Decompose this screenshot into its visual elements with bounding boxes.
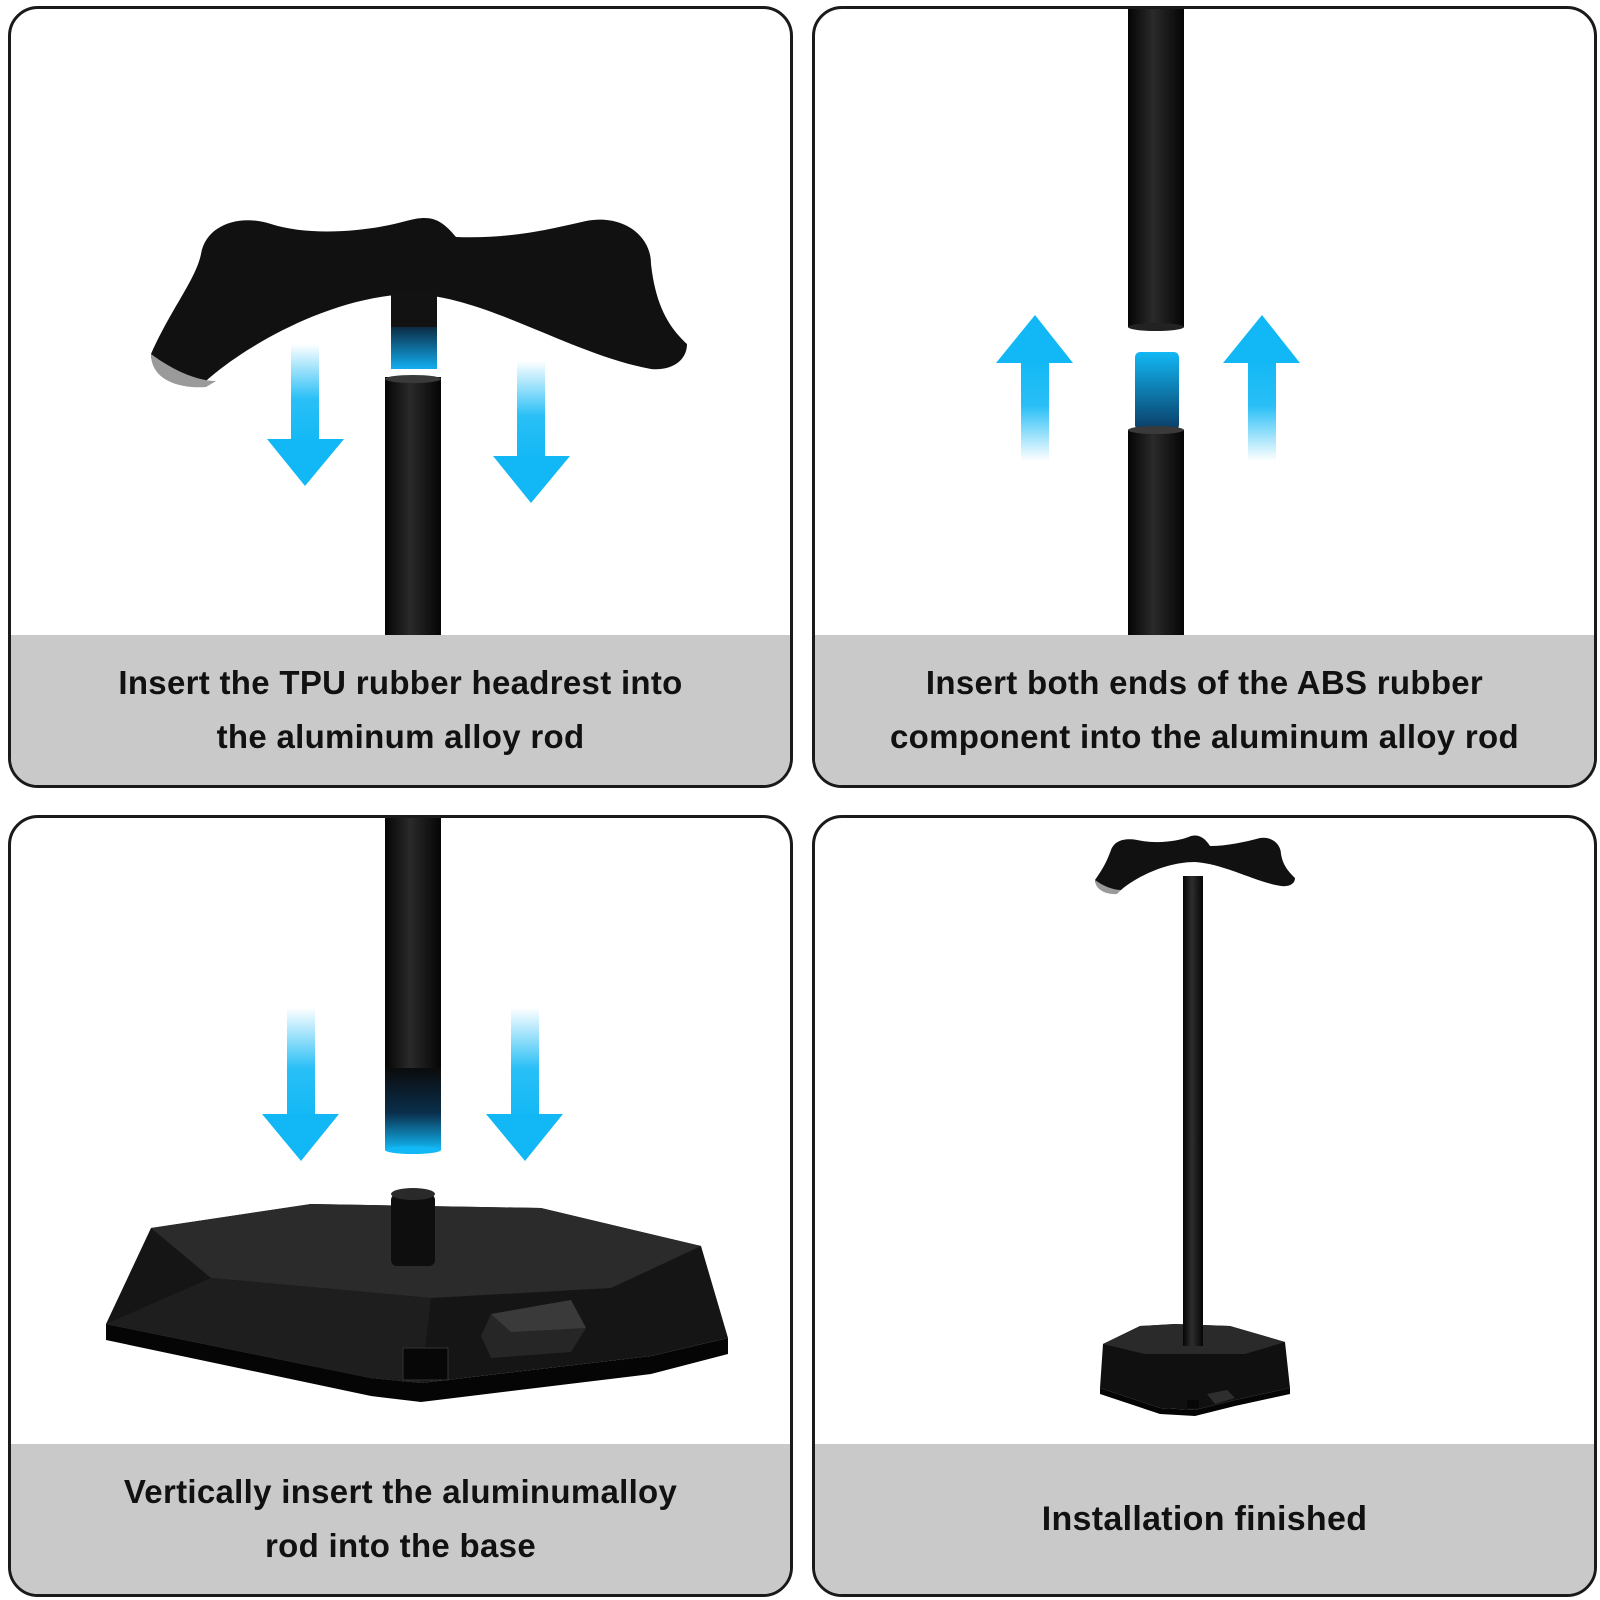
step-1-panel: Insert the TPU rubber headrest into the … — [8, 6, 793, 788]
caption-line: Insert the TPU rubber headrest into — [118, 664, 682, 701]
rod-image — [1128, 9, 1184, 327]
arrow-down-icon — [493, 361, 570, 503]
arrow-down-icon — [267, 344, 344, 486]
step-1-caption: Insert the TPU rubber headrest into the … — [11, 635, 790, 785]
base-image — [106, 1188, 728, 1402]
step-4-panel: Installation finished — [812, 815, 1597, 1597]
caption-line: rod into the base — [265, 1527, 536, 1564]
arrow-up-icon — [996, 315, 1073, 461]
step-3-caption: Vertically insert the aluminumalloy rod … — [11, 1444, 790, 1594]
caption-line: component into the aluminum alloy rod — [890, 718, 1519, 755]
step-4-caption: Installation finished — [815, 1444, 1594, 1594]
caption-line: Insert both ends of the ABS rubber — [926, 664, 1483, 701]
headrest-image — [151, 218, 687, 387]
arrow-down-icon — [262, 1008, 339, 1161]
step-2-panel: Insert both ends of the ABS rubber compo… — [812, 6, 1597, 788]
rod-image — [385, 377, 441, 641]
rod-image — [1128, 430, 1184, 641]
step-4-illustration — [815, 818, 1594, 1450]
step-2-caption: Insert both ends of the ABS rubber compo… — [815, 635, 1594, 785]
step-1-illustration — [11, 9, 790, 641]
step-3-panel: Vertically insert the aluminumalloy rod … — [8, 815, 793, 1597]
assembled-stand-image — [1095, 835, 1295, 1416]
caption-line: Vertically insert the aluminumalloy — [124, 1473, 677, 1510]
step-3-illustration — [11, 818, 790, 1450]
rod-image — [385, 818, 441, 1068]
arrow-up-icon — [1223, 315, 1300, 461]
caption-line: Installation finished — [1042, 1500, 1368, 1538]
caption-line: the aluminum alloy rod — [217, 718, 585, 755]
abs-connector-image — [1135, 352, 1179, 430]
arrow-down-icon — [486, 1008, 563, 1161]
step-2-illustration — [815, 9, 1594, 641]
